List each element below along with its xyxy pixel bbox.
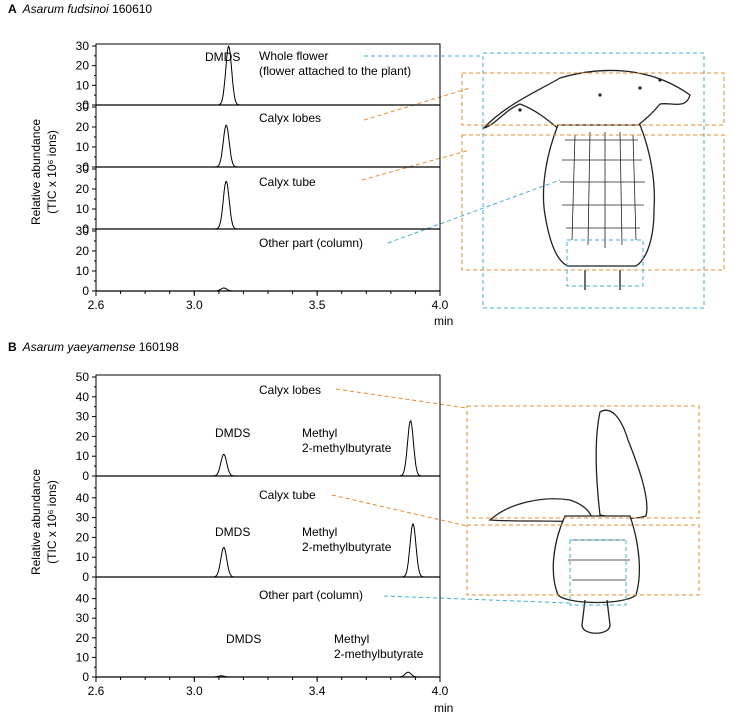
panel-a-letter: A xyxy=(8,2,17,16)
y-tick-label: 40 xyxy=(76,390,90,404)
y-tick-label: 0 xyxy=(82,98,89,112)
sample-label: Other part (column) xyxy=(259,236,363,250)
y-tick-label: 30 xyxy=(76,410,90,424)
peak-label: Methyl xyxy=(334,632,369,646)
sample-label: (flower attached to the plant) xyxy=(259,64,411,78)
chromatogram-trace xyxy=(96,523,440,578)
x-tick-label: 2.6 xyxy=(88,298,105,312)
x-tick-label: 2.6 xyxy=(88,684,105,698)
y-tick-label: 10 xyxy=(76,140,90,154)
y-tick-label: 10 xyxy=(76,78,90,92)
x-tick-label: 3.4 xyxy=(309,684,326,698)
panel-a-ylabel-line2: (TIC x 10⁶ ions) xyxy=(45,130,59,214)
panel-a-ylabel-line1: Relative abundance xyxy=(29,119,43,225)
panel-a-xunit: min xyxy=(434,314,453,328)
y-tick-label: 30 xyxy=(76,162,90,176)
peak-label: 2-methylbutyrate xyxy=(302,441,392,455)
chromatogram-trace xyxy=(96,671,440,678)
sample-label: Calyx lobes xyxy=(259,383,321,397)
peak-label: DMDS xyxy=(215,525,250,539)
panel-b-species: Asarum yaeyamense xyxy=(22,340,136,354)
chromatogram-trace xyxy=(96,287,440,292)
y-tick-label: 0 xyxy=(82,469,89,483)
plot-frame xyxy=(95,374,441,678)
y-tick-label: 30 xyxy=(76,611,90,625)
y-tick-label: 0 xyxy=(82,284,89,298)
y-tick-label: 0 xyxy=(82,570,89,584)
panel-a-specimen: 160610 xyxy=(112,2,153,16)
panel-b-letter: B xyxy=(8,340,17,354)
y-tick-label: 40 xyxy=(76,491,90,505)
y-tick-label: 10 xyxy=(76,202,90,216)
y-tick-label: 0 xyxy=(82,670,89,684)
y-tick-label: 20 xyxy=(76,120,90,134)
panel-b-xunit: min xyxy=(434,701,453,715)
y-tick-label: 10 xyxy=(76,264,90,278)
y-tick-label: 20 xyxy=(76,631,90,645)
peak-label: 2-methylbutyrate xyxy=(302,540,392,554)
chromatogram-trace xyxy=(96,45,440,106)
panel-a-title: A Asarum fudsinoi 160610 xyxy=(8,2,152,16)
peak-label: 2-methylbutyrate xyxy=(334,647,424,661)
peak-label: Methyl xyxy=(302,426,337,440)
chromatogram-trace xyxy=(96,419,440,477)
y-tick-label: 0 xyxy=(82,160,89,174)
x-tick-label: 4.0 xyxy=(432,684,449,698)
y-tick-label: 10 xyxy=(76,449,90,463)
x-tick-label: 4.0 xyxy=(432,298,449,312)
peak-label: Methyl xyxy=(302,525,337,539)
y-tick-label: 30 xyxy=(76,39,90,53)
panel-b-ylabel-line2: (TIC x 10⁶ ions) xyxy=(45,480,59,564)
y-tick-label: 40 xyxy=(76,592,90,606)
y-tick-label: 30 xyxy=(76,511,90,525)
flower-a-illustration xyxy=(482,69,691,290)
y-tick-label: 0 xyxy=(82,222,89,236)
y-tick-label: 10 xyxy=(76,550,90,564)
y-tick-label: 20 xyxy=(76,244,90,258)
y-tick-label: 50 xyxy=(76,370,90,384)
y-tick-label: 20 xyxy=(76,182,90,196)
panel-b-specimen: 160198 xyxy=(138,340,179,354)
y-tick-label: 30 xyxy=(76,224,90,238)
chromatogram-trace xyxy=(96,180,440,230)
flower-b-illustration xyxy=(488,409,648,634)
peak-label: DMDS xyxy=(215,426,250,440)
sample-label: Whole flower xyxy=(259,49,328,63)
sample-label: Other part (column) xyxy=(259,588,363,602)
panel-b-ylabel-line1: Relative abundance xyxy=(29,469,43,575)
peak-label: DMDS xyxy=(226,632,261,646)
x-tick-label: 3.0 xyxy=(186,298,203,312)
y-tick-label: 20 xyxy=(76,530,90,544)
sample-label: Calyx tube xyxy=(259,488,316,502)
panel-a-species: Asarum fudsinoi xyxy=(22,2,109,16)
y-tick-label: 10 xyxy=(76,650,90,664)
panel-a-guides xyxy=(361,52,725,309)
y-tick-label: 30 xyxy=(76,100,90,114)
chromatogram-trace xyxy=(96,124,440,168)
y-tick-label: 20 xyxy=(76,429,90,443)
peak-label: DMDS xyxy=(205,50,240,64)
y-tick-label: 20 xyxy=(76,59,90,73)
sample-label: Calyx lobes xyxy=(259,111,321,125)
panel-b-guides xyxy=(331,388,700,606)
sample-label: Calyx tube xyxy=(259,175,316,189)
x-tick-label: 3.5 xyxy=(309,298,326,312)
panel-b-title: B Asarum yaeyamense 160198 xyxy=(8,340,179,354)
x-tick-label: 3.0 xyxy=(186,684,203,698)
